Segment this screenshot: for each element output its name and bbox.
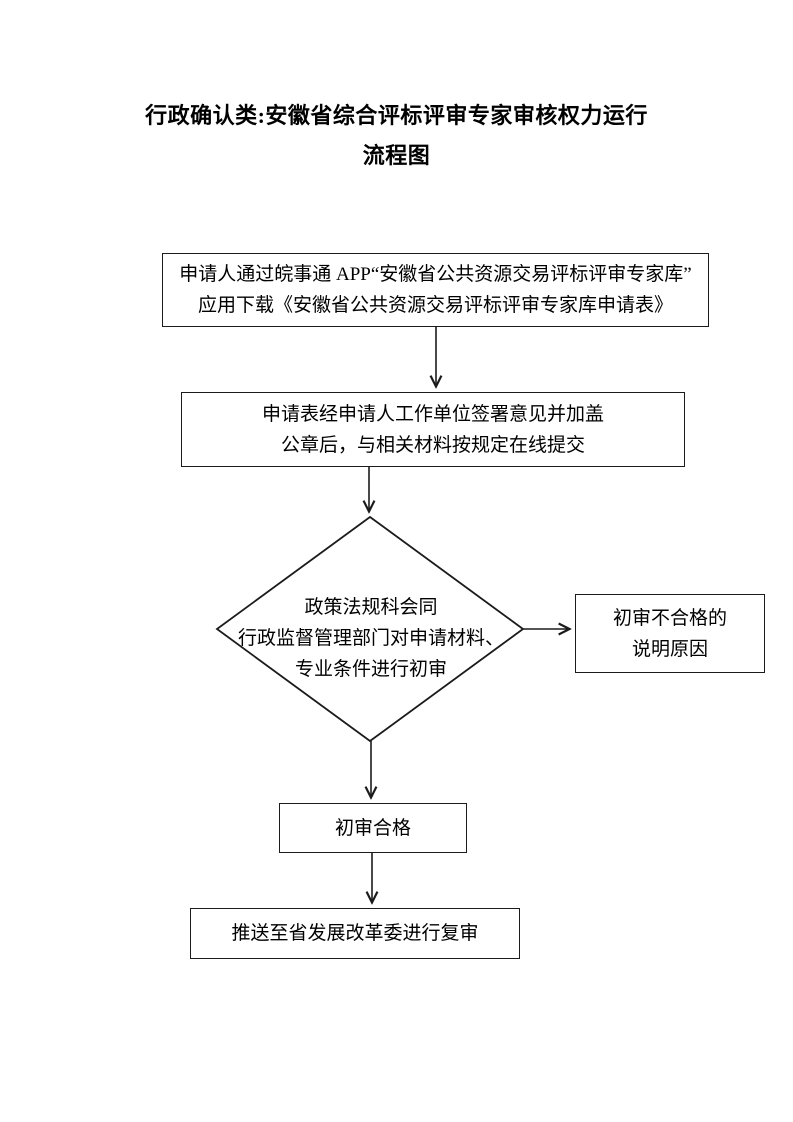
page-title-line-2: 流程图	[362, 143, 431, 168]
node-forward-to-re-review: 推送至省发展改革委进行复审	[190, 908, 520, 959]
node-review-fail-reason: 初审不合格的 说明原因	[575, 594, 765, 673]
node-forward-label: 推送至省发展改革委进行复审	[231, 923, 479, 944]
node-submit-line-1: 申请表经申请人工作单位签署意见并加盖	[261, 403, 604, 425]
node-download-line-2: 应用下载《安徽省公共资源交易评标评审专家库申请表》	[197, 295, 673, 316]
node-initial-review-decision: 政策法规科会同 行政监督管理部门对申请材料、 专业条件进行初审	[195, 592, 547, 685]
node-pass-label: 初审合格	[334, 817, 411, 839]
decision-line-1: 政策法规科会同	[304, 597, 438, 618]
node-submit-materials: 申请表经申请人工作单位签署意见并加盖 公章后，与相关材料按规定在线提交	[181, 392, 685, 467]
decision-line-2: 行政监督管理部门对申请材料、	[237, 628, 504, 649]
node-fail-line-2: 说明原因	[631, 638, 708, 660]
node-submit-line-2: 公章后，与相关材料按规定在线提交	[280, 434, 585, 456]
node-review-pass: 初审合格	[279, 803, 467, 853]
decision-line-3: 专业条件进行初审	[294, 659, 447, 680]
page-title: 行政确认类:安徽省综合评标评审专家审核权力运行 流程图	[0, 96, 793, 176]
node-fail-line-1: 初审不合格的	[612, 607, 727, 629]
decision-diamond-shape	[215, 515, 525, 743]
page-title-line-1: 行政确认类:安徽省综合评标评审专家审核权力运行	[145, 103, 648, 128]
node-download-application-form: 申请人通过皖事通 APP“安徽省公共资源交易评标评审专家库” 应用下载《安徽省公…	[162, 253, 709, 327]
node-download-line-1: 申请人通过皖事通 APP“安徽省公共资源交易评标评审专家库”	[179, 264, 692, 285]
